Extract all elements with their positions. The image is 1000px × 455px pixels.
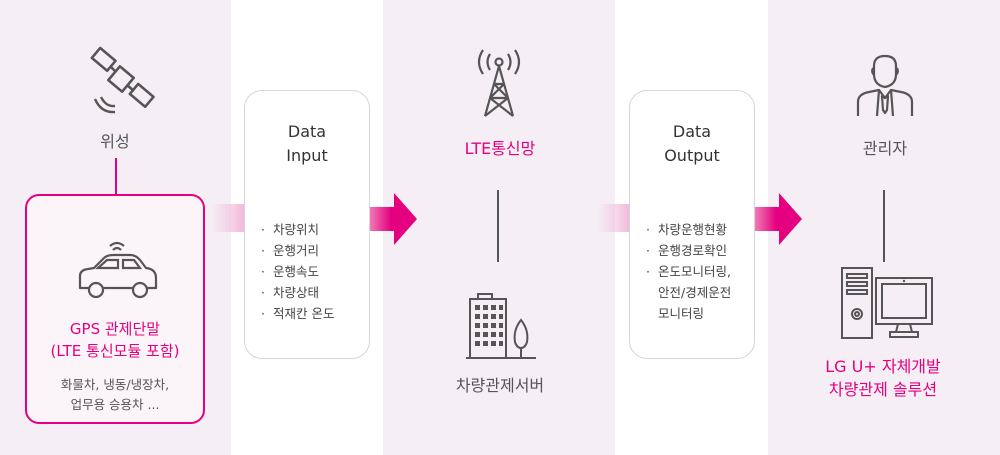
desktop-computer-icon <box>841 267 933 339</box>
data-output-box: Data Output 차량운행현황 운행경로확인 온도모니터링, 안전/경제운… <box>629 90 755 359</box>
data-input-box: Data Input 차량위치 운행거리 운행속도 차량상태 적재칸 온도 <box>244 90 370 359</box>
network-label: LTE통신망 <box>464 139 536 158</box>
arrow-gradient-tail <box>212 204 246 232</box>
server-building-icon <box>466 293 536 359</box>
list-item: 차량상태 <box>261 282 334 303</box>
admin-person-icon <box>856 54 914 117</box>
satellite-label: 위성 <box>100 132 130 151</box>
terminal-title-line2: (LTE 통신모듈 포함) <box>50 342 180 360</box>
arrow-gradient-tail <box>598 204 632 232</box>
list-item: 적재칸 온도 <box>261 303 334 324</box>
list-item: 차량운행현황 <box>646 219 731 240</box>
data-output-title-line2: Output <box>664 146 720 165</box>
arrow-right-icon <box>755 193 802 245</box>
satellite-icon <box>90 46 155 114</box>
list-item-continuation: 안전/경제운전 <box>658 285 732 300</box>
terminal-title-line1: GPS 관제단말 <box>69 320 161 338</box>
data-input-title-line1: Data <box>287 122 327 141</box>
data-output-title-line1: Data <box>672 122 712 141</box>
admin-label: 관리자 <box>862 139 908 158</box>
car-icon <box>78 241 158 299</box>
gps-terminal-box <box>25 194 205 424</box>
connector-line-network <box>497 190 499 262</box>
data-output-list: 차량운행현황 운행경로확인 온도모니터링, 안전/경제운전 모니터링 <box>646 219 731 324</box>
list-item: 운행거리 <box>261 240 334 261</box>
antenna-tower-icon <box>477 49 521 117</box>
server-label: 차량관제서버 <box>455 376 545 395</box>
arrow-right-icon <box>370 193 417 245</box>
data-input-list: 차량위치 운행거리 운행속도 차량상태 적재칸 온도 <box>261 219 334 324</box>
connector-line-admin <box>883 190 885 262</box>
band-network <box>383 0 615 455</box>
list-item: 운행속도 <box>261 261 334 282</box>
list-item: 운행경로확인 <box>646 240 731 261</box>
terminal-desc-line2: 업무용 승용차 ... <box>70 397 160 412</box>
list-item-continuation: 모니터링 <box>658 306 705 321</box>
terminal-desc-line1: 화물차, 냉동/냉장차, <box>60 377 170 392</box>
list-item: 온도모니터링, <box>646 261 731 282</box>
data-input-title-line2: Input <box>286 146 328 165</box>
solution-line2: 차량관제 솔루션 <box>828 380 938 399</box>
solution-line1: LG U+ 자체개발 <box>825 357 941 376</box>
list-item: 차량위치 <box>261 219 334 240</box>
